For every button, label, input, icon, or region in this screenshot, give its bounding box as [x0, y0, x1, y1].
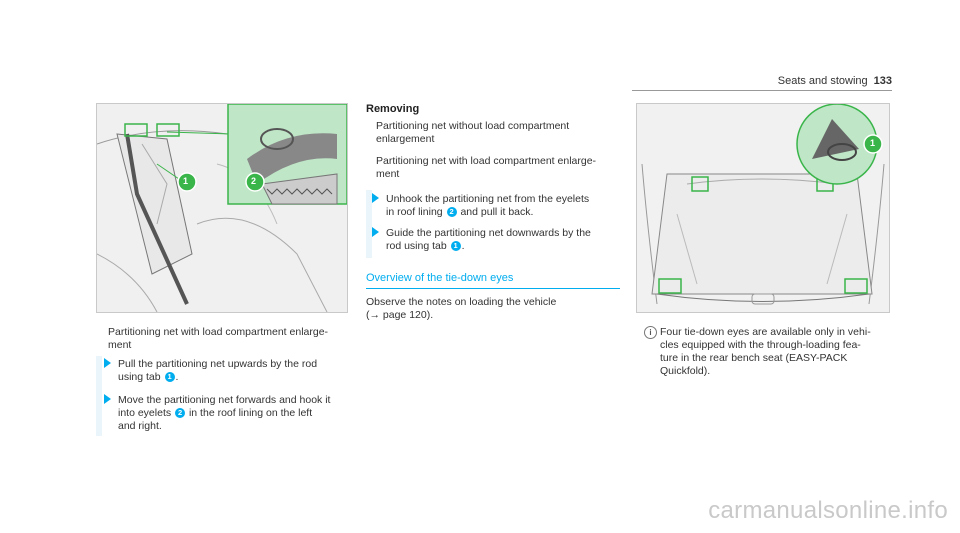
step-text: and right. — [118, 420, 162, 432]
step-text: rod using tab — [386, 240, 447, 252]
middle-line-2: enlargement — [376, 133, 435, 145]
step-text: . — [175, 371, 179, 383]
removing-heading: Removing — [366, 103, 420, 115]
step-text: in the roof lining on the left — [188, 407, 313, 419]
middle-step-1: Unhook the partitioning net from the eye… — [372, 193, 626, 219]
left-step-1: Pull the partitioning net upwards by the… — [104, 358, 353, 384]
middle-step-bar — [366, 190, 372, 258]
observe-line-1: Observe the notes on loading the vehicle — [366, 296, 557, 308]
step-arrow-icon — [104, 394, 111, 404]
left-step-bar — [96, 356, 102, 436]
figure-label-1: 1 — [870, 138, 876, 148]
badge-1-icon: 1 — [450, 241, 461, 251]
tie-down-subheading: Overview of the tie-down eyes — [366, 272, 514, 284]
info-icon: i — [644, 326, 657, 339]
middle-line-3: Partitioning net with load compartment e… — [376, 155, 597, 167]
left-caption: Partitioning net with load compartment e… — [108, 326, 329, 351]
step-text: in roof lining — [386, 206, 443, 218]
watermark-text: carmanualsonline.info — [708, 497, 948, 524]
step-text: Unhook the partitioning net from the eye… — [386, 193, 590, 205]
section-name: Seats and stowing — [777, 75, 868, 87]
step-text: . — [461, 240, 465, 252]
step-text: into eyelets — [118, 407, 172, 419]
running-header: Seats and stowing 133 — [778, 75, 892, 87]
step-text: using tab — [118, 371, 161, 383]
tie-down-note: Four tie-down eyes are available only in… — [660, 326, 871, 377]
step-text: Guide the partitioning net downwards by … — [386, 227, 591, 239]
page-number: 133 — [873, 75, 892, 87]
badge-2-icon: 2 — [175, 408, 186, 418]
left-step-2: Move the partitioning net forwards and h… — [104, 394, 353, 433]
figure-label-2: 2 — [251, 176, 257, 186]
step-text: Move the partitioning net forwards and h… — [118, 394, 331, 406]
header-rule — [632, 90, 892, 91]
step-arrow-icon — [104, 358, 111, 368]
partition-net-figure: 1 2 — [96, 103, 348, 313]
observe-line-2: (→ page 120). — [366, 309, 434, 321]
step-text: Pull the partitioning net upwards by the… — [118, 358, 318, 370]
middle-line-1: Partitioning net without load compartmen… — [376, 120, 570, 132]
step-arrow-icon — [372, 193, 379, 203]
tie-down-eyes-figure: 1 — [636, 103, 890, 313]
badge-1-icon: 1 — [164, 372, 175, 382]
subheading-rule — [366, 288, 620, 289]
badge-2-icon: 2 — [446, 207, 457, 217]
step-text: and pull it back. — [460, 206, 534, 218]
middle-line-4: ment — [376, 168, 400, 180]
figure-label-1: 1 — [183, 176, 189, 186]
middle-step-2: Guide the partitioning net downwards by … — [372, 227, 626, 253]
step-arrow-icon — [372, 227, 379, 237]
